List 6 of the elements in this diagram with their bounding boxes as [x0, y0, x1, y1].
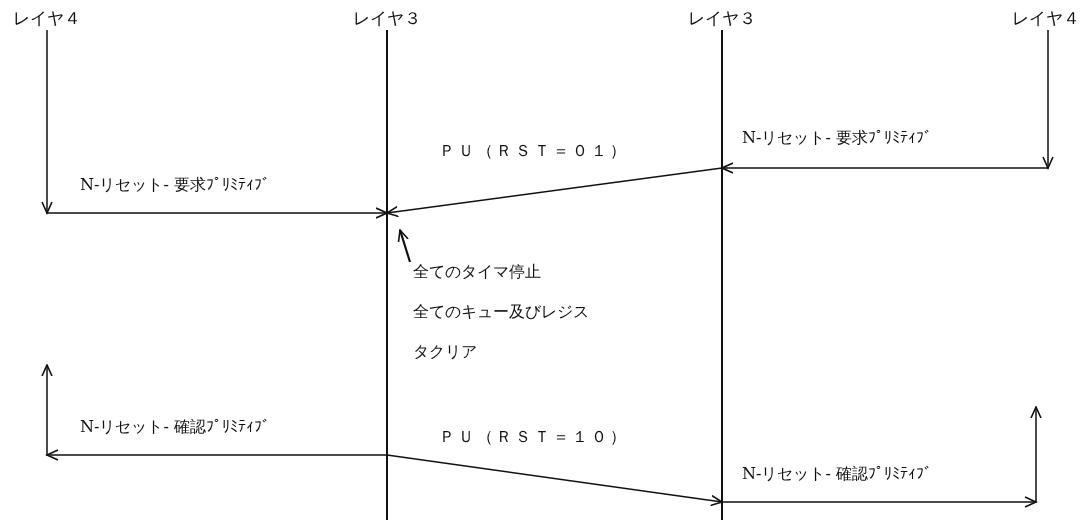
note-text: 全てのタイマ停止 — [413, 262, 542, 283]
layer-label: レイヤ３ — [687, 8, 757, 28]
note-text: 全てのキュー及びレジスタクリア — [413, 302, 590, 363]
layer-label: レイヤ４ — [1011, 8, 1081, 28]
layer-label: レイヤ４ — [12, 8, 82, 28]
layer-label: レイヤ３ — [352, 8, 422, 28]
